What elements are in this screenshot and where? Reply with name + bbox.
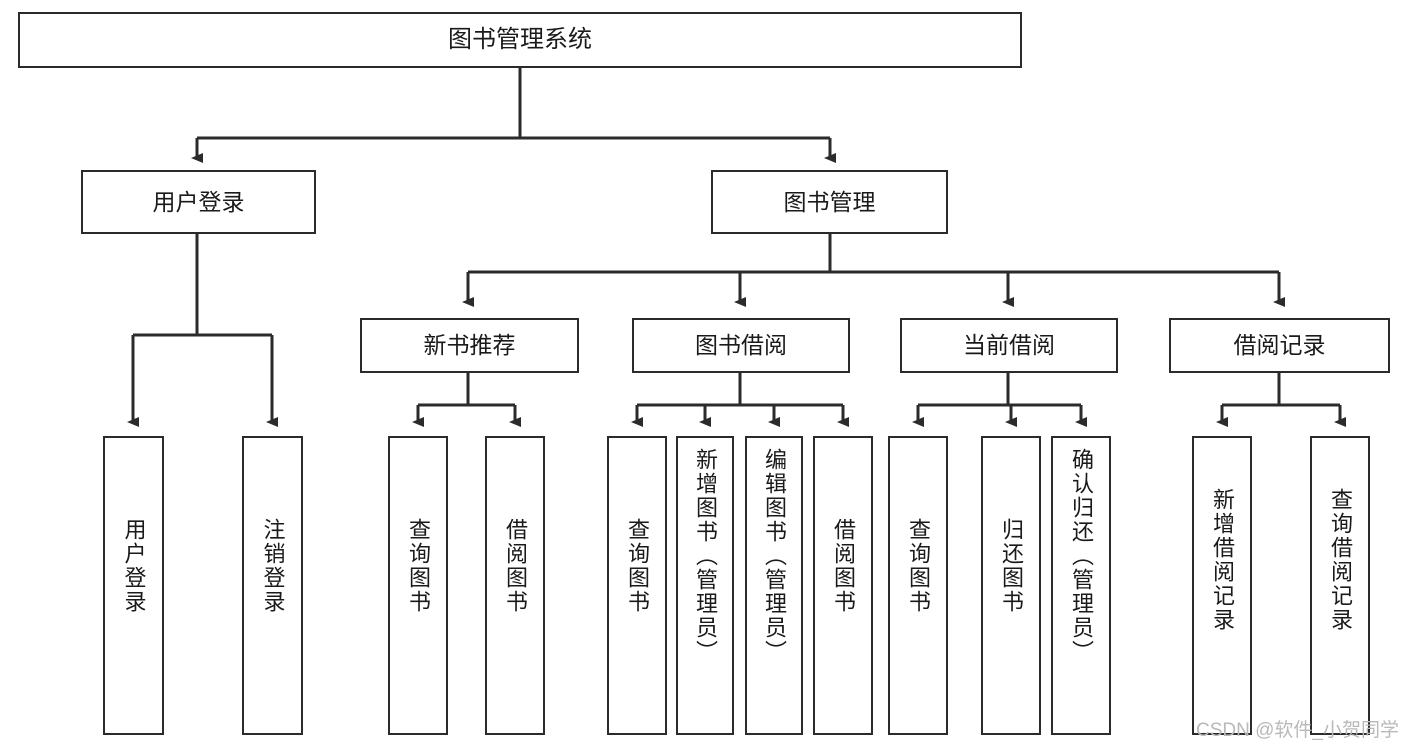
leaf-edit-book-admin-label: 编辑图书（管理员） bbox=[762, 448, 787, 664]
leaf-query-borrow-record[interactable]: 查询借阅记录 bbox=[1310, 436, 1370, 735]
leaf-borrow-books-recommend-label: 借阅图书 bbox=[503, 518, 528, 614]
leaf-borrow-books-recommend[interactable]: 借阅图书 bbox=[485, 436, 545, 735]
node-user-login[interactable]: 用户登录 bbox=[81, 170, 316, 234]
leaf-query-borrow-record-label: 查询借阅记录 bbox=[1328, 488, 1353, 632]
node-current-borrow-label: 当前借阅 bbox=[963, 332, 1055, 359]
leaf-query-books-recommend[interactable]: 查询图书 bbox=[388, 436, 448, 735]
leaf-query-books-recommend-label: 查询图书 bbox=[406, 518, 431, 614]
leaf-edit-book-admin[interactable]: 编辑图书（管理员） bbox=[745, 436, 803, 735]
leaf-add-borrow-record[interactable]: 新增借阅记录 bbox=[1192, 436, 1252, 735]
leaf-add-book-admin[interactable]: 新增图书（管理员） bbox=[676, 436, 734, 735]
leaf-borrow-books-borrow[interactable]: 借阅图书 bbox=[813, 436, 873, 735]
leaf-confirm-return-admin[interactable]: 确认归还（管理员） bbox=[1051, 436, 1111, 735]
node-root[interactable]: 图书管理系统 bbox=[18, 12, 1022, 68]
node-book-management-label: 图书管理 bbox=[783, 188, 876, 215]
node-root-label: 图书管理系统 bbox=[448, 26, 592, 53]
watermark-text: CSDN @软件_小贺同学 bbox=[1196, 720, 1399, 741]
node-book-borrow-label: 图书借阅 bbox=[695, 332, 787, 359]
node-new-book-recommend[interactable]: 新书推荐 bbox=[360, 318, 579, 373]
leaf-add-book-admin-label: 新增图书（管理员） bbox=[693, 448, 718, 664]
leaf-query-books-borrow-label: 查询图书 bbox=[625, 518, 650, 614]
leaf-logout-label: 注销登录 bbox=[260, 518, 286, 614]
node-book-borrow[interactable]: 图书借阅 bbox=[632, 318, 850, 373]
node-borrow-records[interactable]: 借阅记录 bbox=[1169, 318, 1390, 373]
node-user-login-label: 用户登录 bbox=[152, 188, 245, 215]
leaf-add-borrow-record-label: 新增借阅记录 bbox=[1210, 488, 1235, 632]
leaf-borrow-books-borrow-label: 借阅图书 bbox=[831, 518, 856, 614]
node-book-management[interactable]: 图书管理 bbox=[711, 170, 948, 234]
leaf-query-books-current-label: 查询图书 bbox=[906, 518, 931, 614]
leaf-logout[interactable]: 注销登录 bbox=[242, 436, 303, 735]
node-borrow-records-label: 借阅记录 bbox=[1233, 332, 1326, 359]
leaf-confirm-return-admin-label: 确认归还（管理员） bbox=[1069, 448, 1094, 664]
leaf-user-login-label: 用户登录 bbox=[121, 518, 147, 614]
node-new-book-recommend-label: 新书推荐 bbox=[423, 332, 516, 359]
leaf-user-login[interactable]: 用户登录 bbox=[103, 436, 164, 735]
leaf-return-books[interactable]: 归还图书 bbox=[981, 436, 1041, 735]
leaf-query-books-borrow[interactable]: 查询图书 bbox=[607, 436, 667, 735]
node-current-borrow[interactable]: 当前借阅 bbox=[900, 318, 1118, 373]
leaf-return-books-label: 归还图书 bbox=[999, 518, 1024, 614]
leaf-query-books-current[interactable]: 查询图书 bbox=[888, 436, 948, 735]
